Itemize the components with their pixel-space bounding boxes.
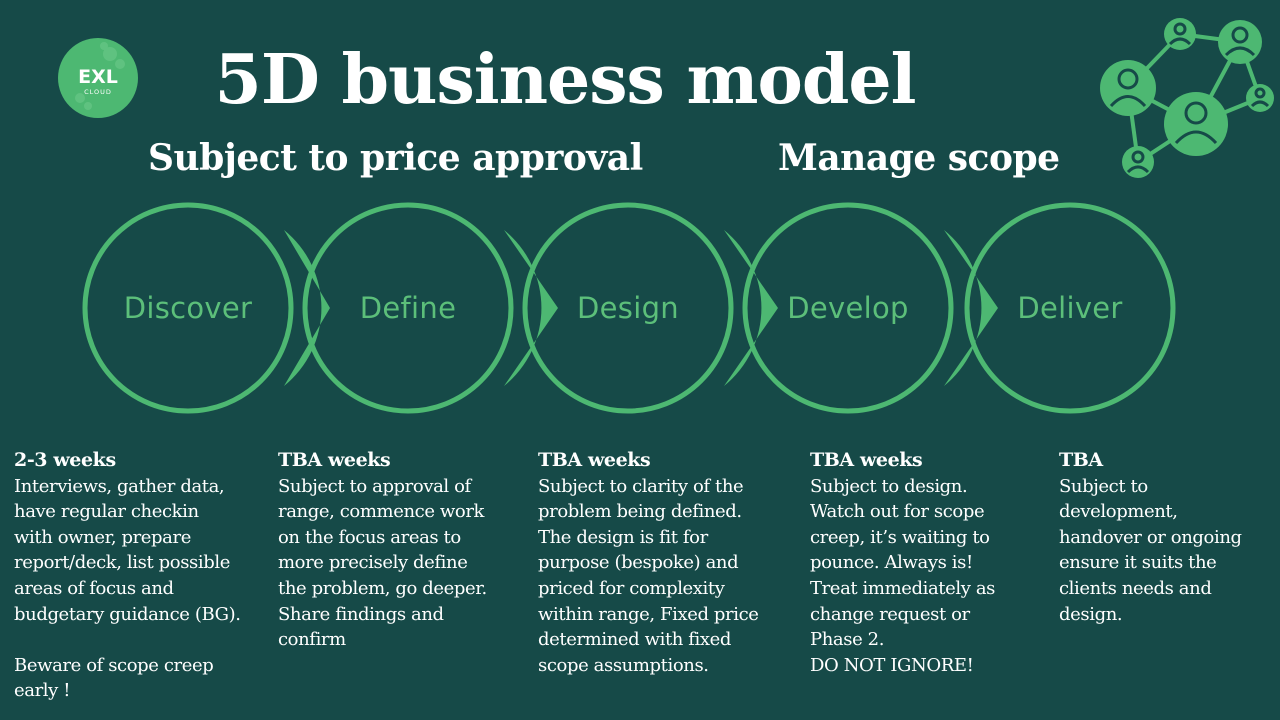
stage-duration: TBA weeks [538, 449, 651, 471]
stage-details-define: TBA weeks Subject to approval of range, … [278, 448, 533, 653]
stage-duration: TBA weeks [278, 449, 391, 471]
stage-label-discover: Discover [123, 291, 253, 325]
stage-details-develop: TBA weeks Subject to design. Watch out f… [810, 448, 1050, 678]
stage-details-discover: 2-3 weeks Interviews, gather data, have … [14, 448, 276, 704]
phase-ring-design [522, 202, 734, 414]
phase-ring-deliver [964, 202, 1176, 414]
people-network-icon [1100, 18, 1274, 178]
stage-description: Subject to clarity of the problem being … [538, 475, 759, 676]
stage-description: Interviews, gather data, have regular ch… [14, 475, 241, 702]
stage-label-deliver: Deliver [1017, 291, 1123, 325]
subtitle-manage-scope: Manage scope [778, 137, 1060, 179]
logo-text: EXL [78, 66, 118, 88]
arrow-design-to-develop [724, 230, 778, 386]
stage-description: Subject to development, handover or ongo… [1059, 475, 1242, 625]
arrow-discover-to-define [284, 230, 330, 386]
page-title: 5D business model [214, 40, 917, 120]
stage-label-design: Design [577, 291, 679, 325]
stage-duration: 2-3 weeks [14, 449, 116, 471]
stage-description: Subject to approval of range, commence w… [278, 475, 487, 651]
stage-duration: TBA [1059, 449, 1103, 471]
arrow-develop-to-deliver [944, 230, 998, 386]
phase-ring-develop [742, 202, 954, 414]
phase-ring-discover [82, 202, 294, 414]
arrow-define-to-design [504, 230, 558, 386]
stage-details-design: TBA weeks Subject to clarity of the prob… [538, 448, 803, 678]
stage-label-define: Define [359, 291, 457, 325]
subtitle-price-approval: Subject to price approval [148, 137, 643, 179]
stage-duration: TBA weeks [810, 449, 923, 471]
stage-details-deliver: TBA Subject to development, handover or … [1059, 448, 1277, 627]
phase-ring-define [302, 202, 514, 414]
logo-subtext: CLOUD [84, 88, 112, 96]
exl-cloud-logo-icon: EXL CLOUD [58, 38, 138, 118]
stage-description: Subject to design. Watch out for scope c… [810, 475, 996, 676]
stage-label-develop: Develop [787, 291, 909, 325]
